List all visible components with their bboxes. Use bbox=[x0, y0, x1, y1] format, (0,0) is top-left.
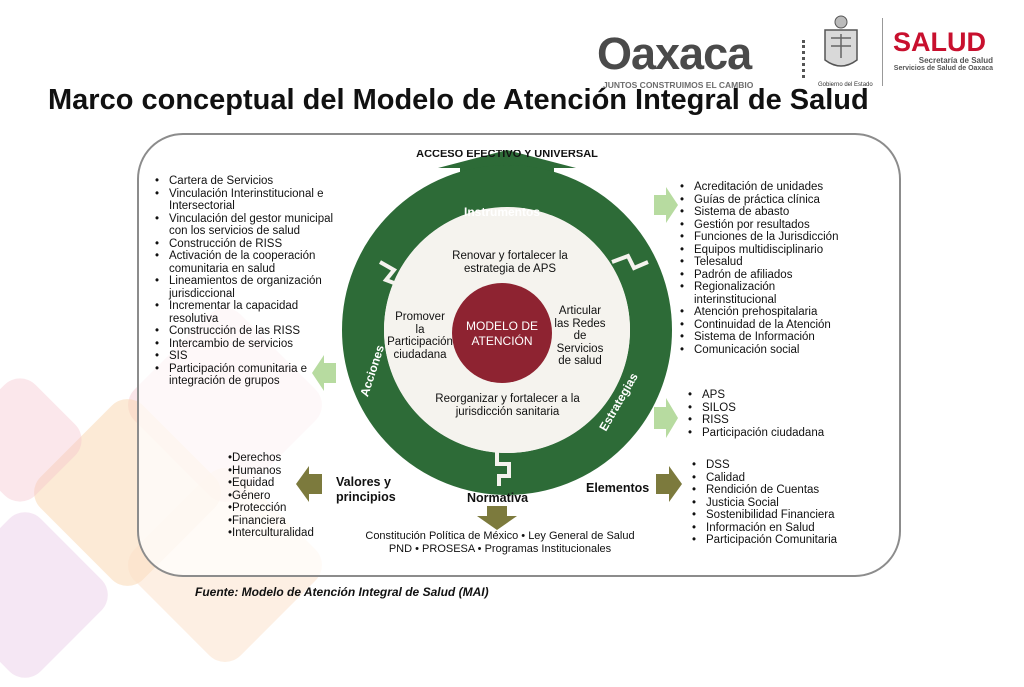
gobierno-label: Gobierno del Estado bbox=[818, 82, 873, 88]
list-item: Rendición de Cuentas bbox=[692, 484, 862, 497]
list-item: Sostenibilidad Financiera bbox=[692, 509, 862, 522]
arrow-left-valores bbox=[296, 466, 322, 502]
puzzle-notch-right bbox=[611, 253, 649, 271]
list-item: RISS bbox=[688, 414, 838, 427]
salud-logo: SALUD Secretaría de Salud Servicios de S… bbox=[893, 28, 1003, 72]
arrow-right-instrumentos bbox=[654, 187, 678, 223]
oaxaca-logo: Oaxaca JUNTOS CONSTRUIMOS EL CAMBIO bbox=[597, 28, 792, 93]
top-label: ACCESO EFECTIVO Y UNIVERSAL bbox=[416, 150, 598, 160]
list-item: Cartera de Servicios bbox=[155, 175, 335, 188]
list-item: •Interculturalidad bbox=[228, 527, 314, 539]
puzzle-notch-left bbox=[379, 260, 403, 288]
list-item: Vinculación Interinstitucional e Interse… bbox=[155, 188, 335, 213]
arrow-down-normativa bbox=[477, 506, 517, 530]
ring-label-instrumentos: Instrumentos bbox=[464, 205, 540, 219]
oaxaca-wordmark: Oaxaca bbox=[597, 28, 752, 79]
list-item: Participación Comunitaria bbox=[692, 534, 862, 547]
list-item: DSS bbox=[692, 459, 862, 472]
state-seal-icon bbox=[824, 15, 858, 67]
list-item: SIS bbox=[155, 350, 335, 363]
list-item: Padrón de afiliados bbox=[680, 269, 860, 282]
list-item: Continuidad de la Atención bbox=[680, 319, 860, 332]
normativa-text: Constitución Política de México • Ley Ge… bbox=[365, 530, 635, 555]
list-item: •Equidad bbox=[228, 477, 275, 489]
list-item: Funciones de la Jurisdicción bbox=[680, 231, 860, 244]
valores-list: •Derechos •Humanos •Equidad •Género •Pro… bbox=[228, 452, 338, 540]
logo-divider-dots bbox=[802, 40, 808, 78]
elementos-list: DSS Calidad Rendición de Cuentas Justici… bbox=[692, 459, 862, 547]
list-item: Construcción de RISS bbox=[155, 238, 335, 251]
list-item: •Protección bbox=[228, 502, 287, 514]
list-item: Gestión por resultados bbox=[680, 219, 860, 232]
normativa-label: Normativa bbox=[467, 491, 529, 505]
list-item: Sistema de abasto bbox=[680, 206, 860, 219]
list-item: Regionalización interinstitucional bbox=[680, 281, 824, 306]
list-item: Vinculación del gestor municipal con los… bbox=[155, 213, 335, 238]
list-item: •Financiera bbox=[228, 514, 286, 527]
salud-sub2: Servicios de Salud de Oaxaca bbox=[893, 65, 993, 72]
estrategias-list: APS SILOS RISS Participación ciudadana bbox=[688, 389, 838, 439]
list-item: Acreditación de unidades bbox=[680, 181, 860, 194]
list-item: Participación comunitaria e integración … bbox=[155, 363, 335, 388]
list-item: •Género bbox=[228, 489, 271, 502]
list-item: Calidad bbox=[692, 472, 862, 485]
list-item: SILOS bbox=[688, 402, 838, 415]
instrumentos-list: Acreditación de unidades Guías de prácti… bbox=[680, 181, 860, 356]
puzzle-notch-bottom bbox=[495, 452, 511, 486]
list-item: Lineamientos de organización jurisdiccio… bbox=[155, 275, 335, 300]
logo-divider-line bbox=[882, 18, 883, 86]
list-item: Participación ciudadana bbox=[688, 427, 838, 440]
page-title: Marco conceptual del Modelo de Atención … bbox=[48, 84, 869, 116]
salud-wordmark: SALUD bbox=[893, 27, 986, 57]
center-circle bbox=[452, 283, 552, 383]
list-item: Justicia Social bbox=[692, 497, 862, 510]
list-item: Construcción de las RISS bbox=[155, 325, 335, 338]
list-item: Información en Salud bbox=[692, 522, 862, 535]
source-note: Fuente: Modelo de Atención Integral de S… bbox=[195, 585, 489, 599]
list-item: Incrementar la capacidad resolutiva bbox=[155, 300, 335, 325]
center-line-2: ATENCIÓN bbox=[471, 333, 532, 348]
salud-sub1: Secretaría de Salud bbox=[918, 56, 993, 65]
list-item: Telesalud bbox=[680, 256, 860, 269]
list-item: Comunicación social bbox=[680, 344, 860, 357]
valores-label: Valores y principios bbox=[336, 475, 396, 504]
list-item: Activación de la cooperación comunitaria… bbox=[155, 250, 335, 275]
model-ring-diagram: MODELO DE ATENCIÓN ACCESO EFECTIVO Y UNI… bbox=[342, 150, 672, 495]
center-line-1: MODELO DE bbox=[466, 319, 538, 333]
oaxaca-slogan: JUNTOS CONSTRUIMOS EL CAMBIO bbox=[603, 80, 754, 90]
list-item: APS bbox=[688, 389, 838, 402]
list-item: Intercambio de servicios bbox=[155, 338, 335, 351]
elementos-label: Elementos bbox=[586, 481, 650, 495]
list-item: Sistema de Información bbox=[680, 331, 860, 344]
list-item: Guías de práctica clínica bbox=[680, 194, 860, 207]
acciones-list: Cartera de Servicios Vinculación Interin… bbox=[155, 175, 335, 388]
list-item: Atención prehospitalaria bbox=[680, 306, 860, 319]
arrow-right-elementos bbox=[656, 466, 682, 502]
arrow-right-estrategias bbox=[654, 398, 678, 438]
list-item: Equipos multidisciplinario bbox=[680, 244, 860, 257]
list-item: •Humanos bbox=[228, 464, 282, 477]
list-item: •Derechos bbox=[228, 452, 282, 464]
